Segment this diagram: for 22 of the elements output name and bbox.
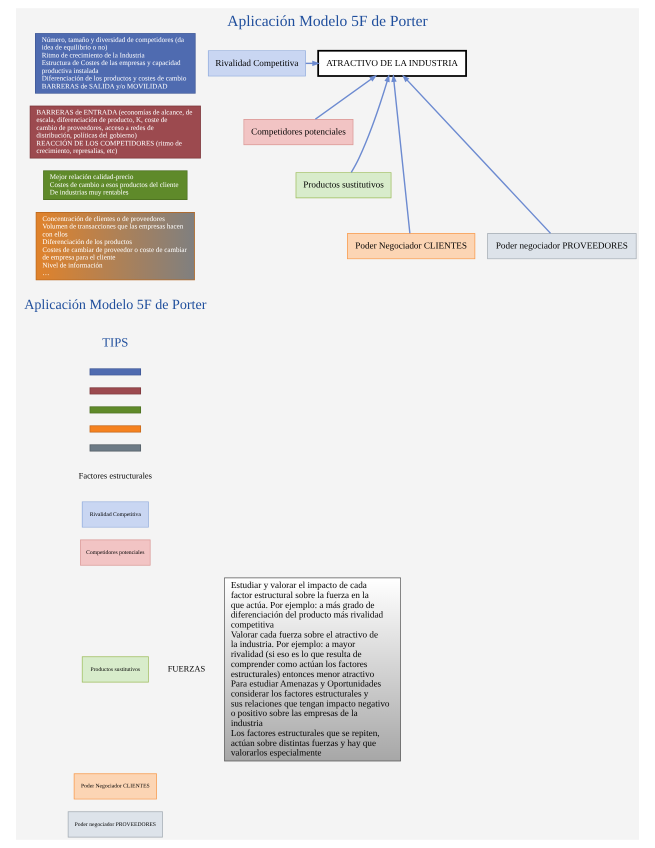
node-box: Estudiar y valorar el impacto de cada factor estructural sobre la fuerza en la que actúa. Por ejemplo: a más grado de diferenciación del producto más rivalidad competitiva Valorar cada fuerza sobre el atractivo de la industria. Por ejemplo: a mayor rivalidad (si eso es lo que resulta de comprender como actúan los factores estructurales) entonces menor atractivo Para estudiar Amenazas y Oportunidades considerar los factores estructurales y sus relaciones que tengan impacto negativo o positivo sobre las empresas de la industria Los factores estructurales que se repiten, actúan sobre distintas fuerzas y hay que valorarlos especialmente <box>224 578 401 762</box>
node-bar <box>90 368 142 376</box>
arrow <box>306 60 320 66</box>
arrow <box>391 74 411 234</box>
node-box: Rivalidad Competitiva <box>208 50 306 76</box>
node-box: ATRACTIVO DE LA INDUSTRIA <box>317 50 467 77</box>
label: TIPS <box>102 335 128 350</box>
node-bar <box>90 387 142 394</box>
label: Aplicación Modelo 5F de Porter <box>24 296 206 313</box>
node-box: Poder Negociador CLIENTES <box>347 233 476 260</box>
node-box: Poder negociador PROVEEDORES <box>487 233 637 260</box>
arrow <box>350 74 390 173</box>
node-box: Productos sustitutivos <box>296 172 392 198</box>
node-box: Competidores potenciales <box>244 119 354 146</box>
label: FUERZAS <box>168 664 206 674</box>
arrow <box>314 74 378 120</box>
diagram-title: Aplicación Modelo 5F de Porter <box>227 13 428 30</box>
node-bar <box>90 444 142 452</box>
arrow <box>402 74 552 234</box>
label: Factores estructurales <box>78 470 152 481</box>
node-bar <box>90 425 142 432</box>
node-bar <box>90 406 142 414</box>
